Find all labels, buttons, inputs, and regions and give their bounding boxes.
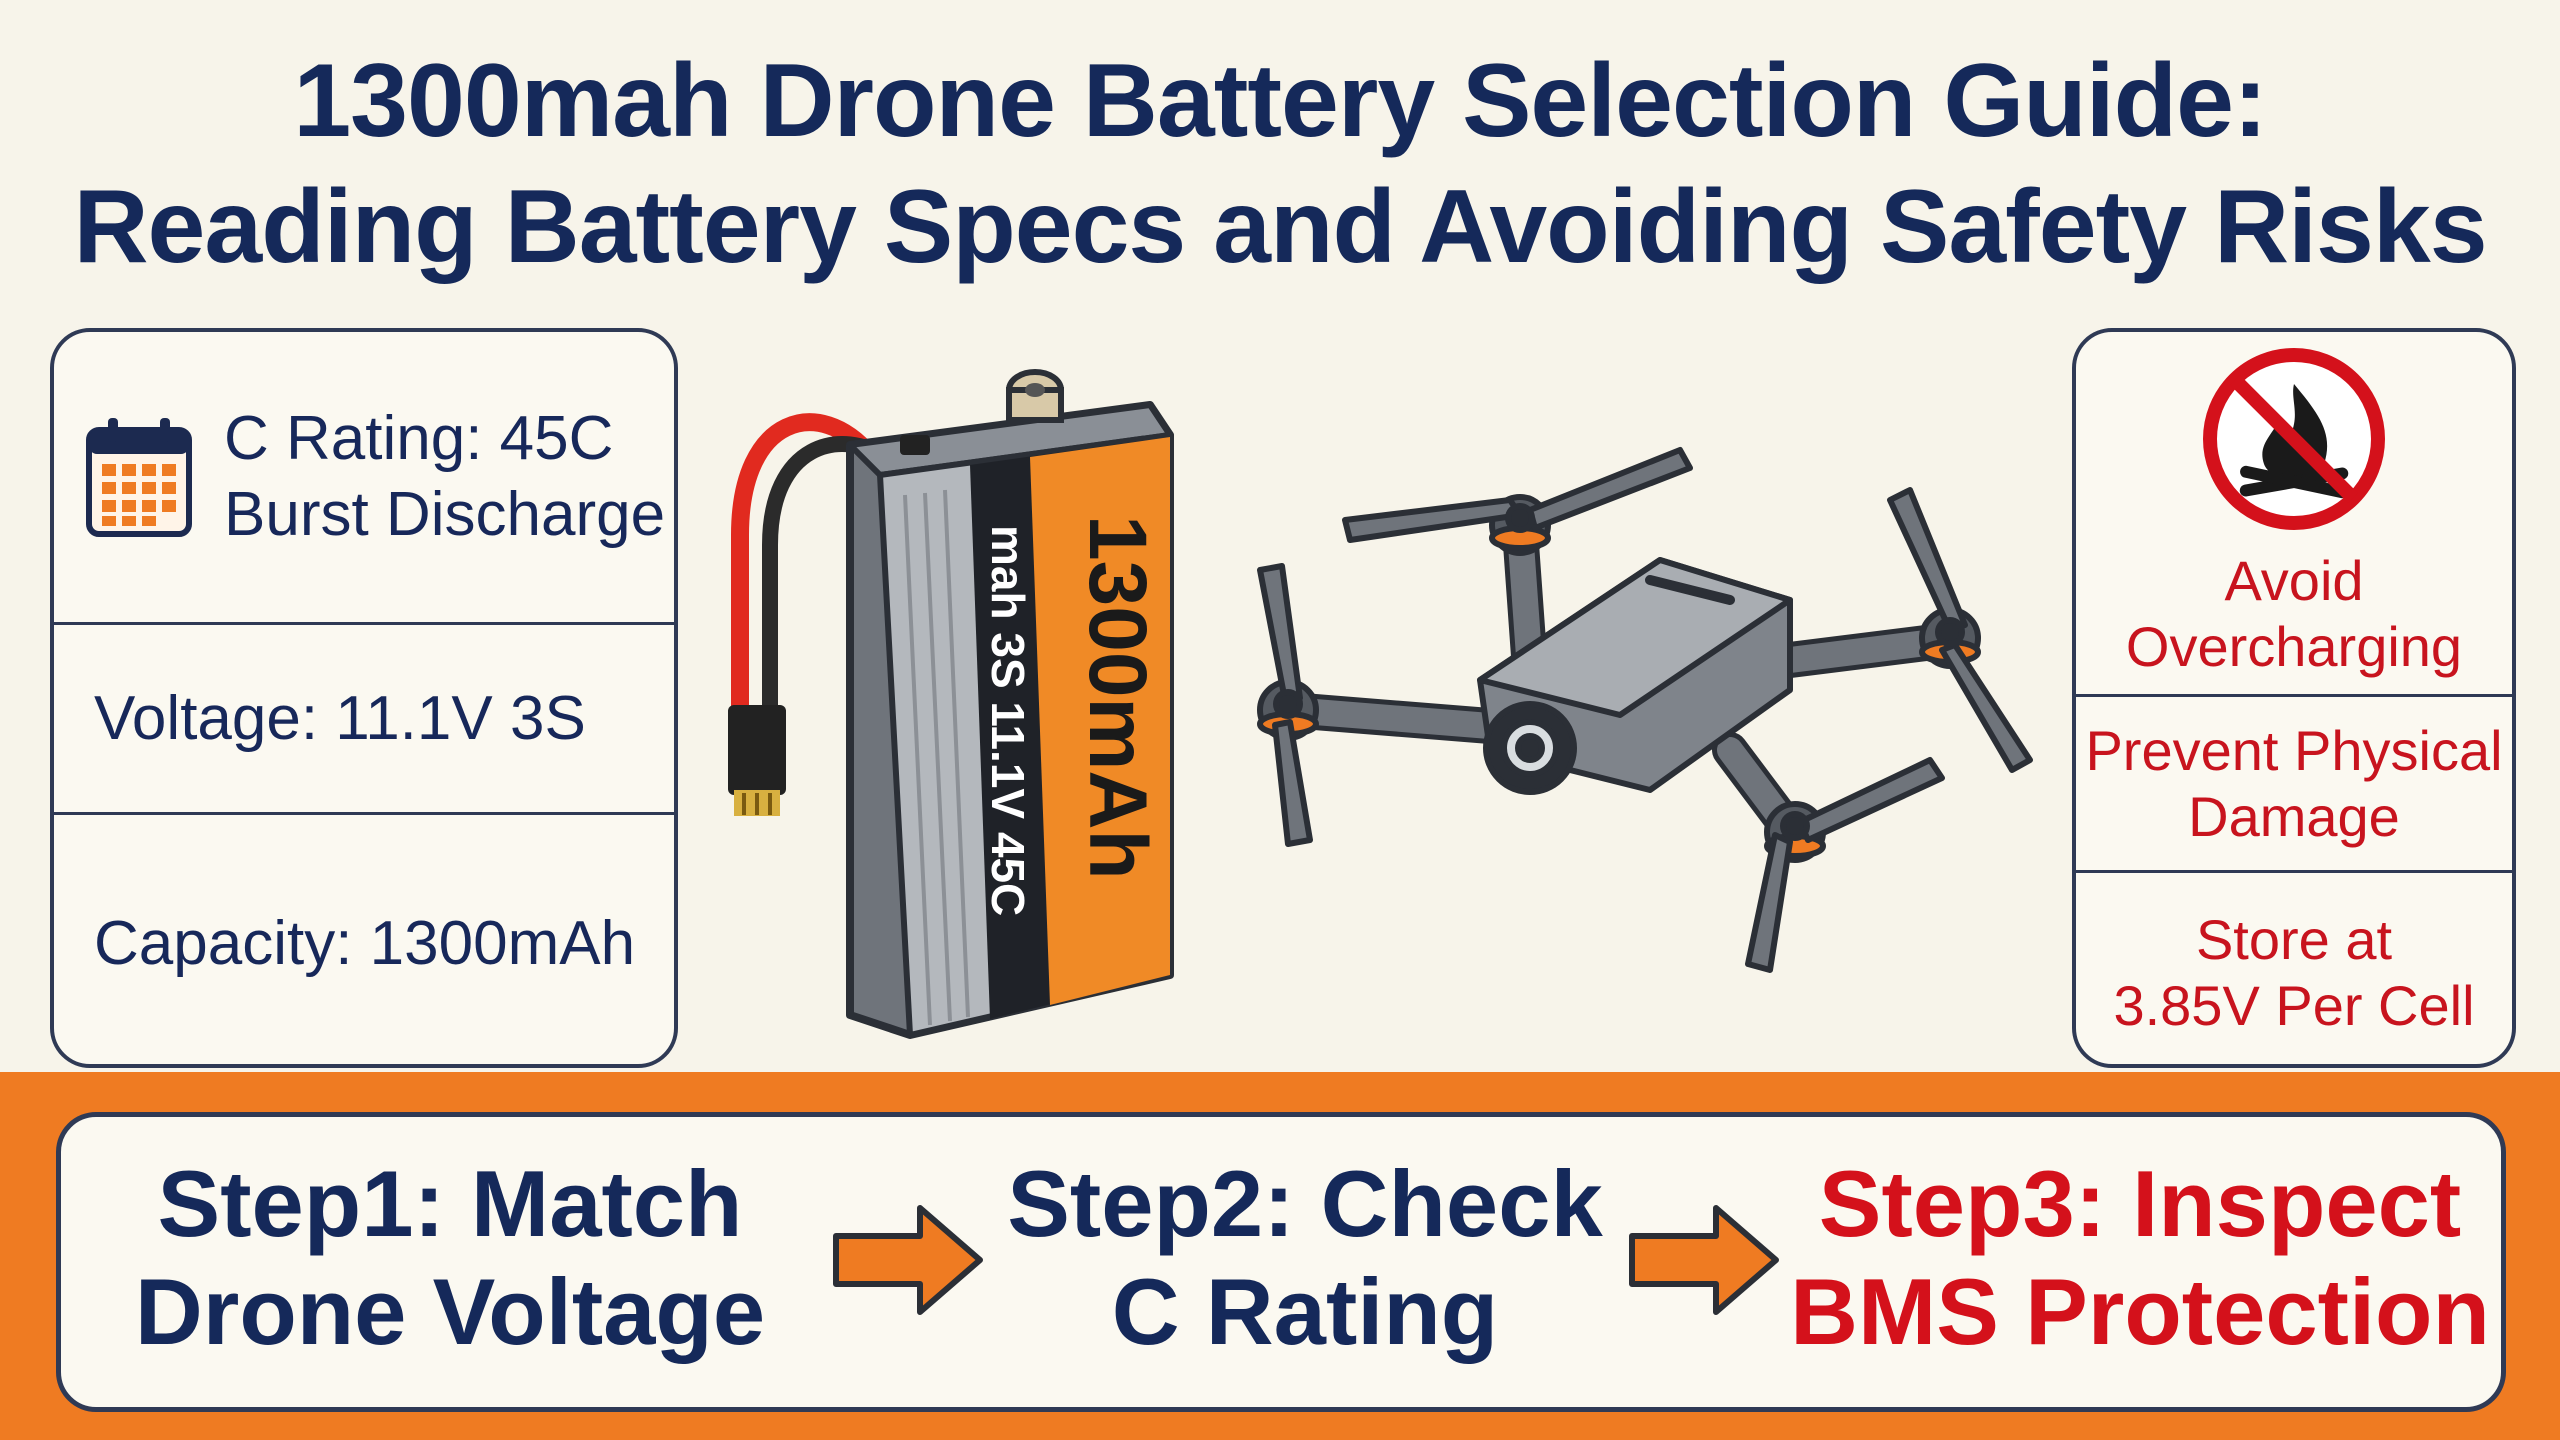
overcharging-text: Avoid Overcharging xyxy=(2076,548,2512,680)
step-1: Step1: Match Drone Voltage xyxy=(130,1150,770,1366)
overcharging-line-2: Overcharging xyxy=(2125,615,2463,678)
physical-damage-line-1: Prevent Physical xyxy=(2085,718,2503,782)
safety-storage-voltage: Store at 3.85V Per Cell xyxy=(2076,870,2512,1064)
overcharging-line-1: Avoid xyxy=(2224,549,2364,612)
storage-line-1: Store at xyxy=(2195,907,2393,971)
arrow-right-icon xyxy=(833,1205,983,1315)
no-fire-icon xyxy=(2203,348,2385,530)
c-rating-note: Burst Discharge xyxy=(224,480,666,549)
safety-physical-damage: Prevent Physical Damage xyxy=(2076,694,2512,870)
voltage-text: Voltage: 11.1V 3S xyxy=(94,683,586,753)
steps-box xyxy=(56,1112,2506,1412)
balance-connector xyxy=(728,705,786,795)
battery-illustration: 1300mAh mah 3S 11.1V 45C xyxy=(728,369,1174,1039)
title-line-1: 1300mah Drone Battery Selection Guide: xyxy=(293,43,2267,159)
step-2: Step2: Check C Rating xyxy=(985,1150,1625,1366)
drone-illustration xyxy=(1257,447,2033,973)
title-line-2: Reading Battery Specs and Avoiding Safet… xyxy=(73,169,2487,285)
physical-damage-text: Prevent Physical Damage xyxy=(2076,718,2512,850)
step-1-line-2: Drone Voltage xyxy=(134,1259,766,1364)
safety-panel: Avoid Overcharging Prevent Physical Dama… xyxy=(2072,328,2516,1068)
physical-damage-line-2: Damage xyxy=(2188,784,2400,848)
step-2-line-1: Step2: Check xyxy=(1007,1151,1603,1256)
calendar-icon xyxy=(86,418,192,537)
arrow-right-icon xyxy=(1629,1205,1779,1315)
spec-voltage: Voltage: 11.1V 3S xyxy=(54,622,674,812)
storage-text: Store at 3.85V Per Cell xyxy=(2076,907,2512,1039)
safety-avoid-overcharging: Avoid Overcharging xyxy=(2076,332,2512,694)
storage-line-2: 3.85V Per Cell xyxy=(2113,973,2475,1037)
capacity-text: Capacity: 1300mAh xyxy=(94,908,636,978)
battery-label-main: 1300mAh xyxy=(1072,515,1163,880)
c-rating-value: C Rating: 45C xyxy=(224,404,614,473)
step-2-line-2: C Rating xyxy=(1111,1259,1499,1364)
c-rating-text: C Rating: 45C Burst Discharge xyxy=(224,401,665,553)
spec-capacity: Capacity: 1300mAh xyxy=(54,812,674,1064)
step-3-line-1: Step3: Inspect xyxy=(1818,1151,2462,1256)
page-title: 1300mah Drone Battery Selection Guide: R… xyxy=(0,38,2560,290)
step-3-line-2: BMS Protection xyxy=(1790,1259,2490,1364)
spec-c-rating: C Rating: 45C Burst Discharge xyxy=(54,332,674,622)
battery-specs-panel: C Rating: 45C Burst Discharge Voltage: 1… xyxy=(50,328,678,1068)
step-3: Step3: Inspect BMS Protection xyxy=(1790,1150,2490,1366)
step-1-line-1: Step1: Match xyxy=(157,1151,743,1256)
battery-label-sub: mah 3S 11.1V 45C xyxy=(982,525,1034,916)
